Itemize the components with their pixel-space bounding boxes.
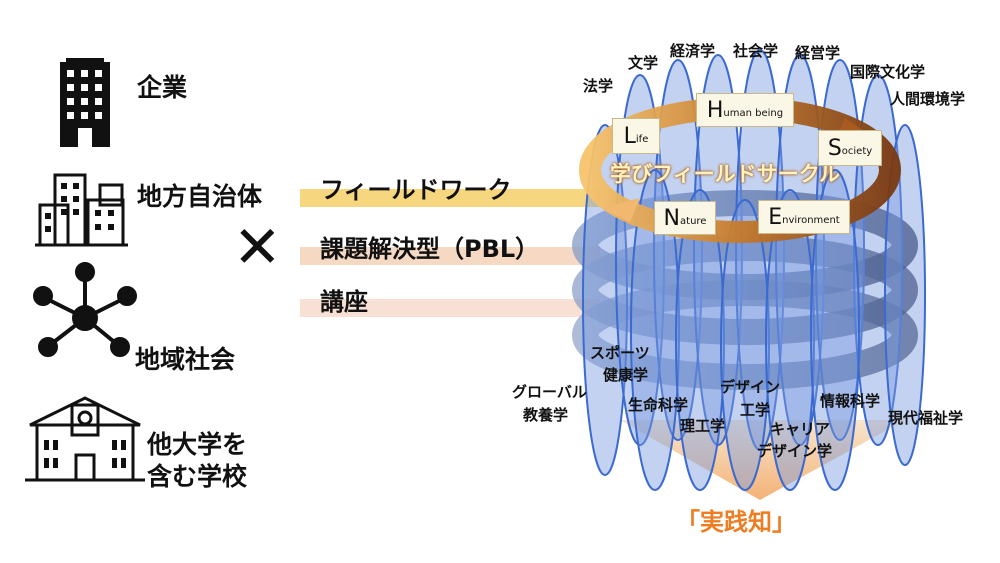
box-environment-rest: nvironment (782, 214, 840, 226)
box-society-cap: S (827, 135, 842, 161)
spiral-band-3 (572, 280, 918, 390)
ring-arrowhead-left (602, 198, 640, 222)
discipline-informatics: 情報科学 (820, 392, 881, 410)
discipline-life-science: 生命科学 (628, 396, 689, 414)
result-practical-knowledge: 「実践知」 (676, 508, 796, 536)
ellipse-3 (653, 59, 703, 441)
discipline-business: 経営学 (795, 44, 841, 62)
stripe-fieldwork (300, 189, 600, 207)
discipline-engineering: 理工学 (680, 417, 726, 435)
method-lecture: 講座 (320, 288, 368, 316)
ellipse-10 (630, 169, 680, 491)
method-fieldwork: フィールドワーク (320, 176, 512, 204)
discipline-design-eng-2: 工学 (740, 401, 771, 419)
discipline-economics: 経済学 (670, 42, 716, 60)
result-arrow (620, 420, 905, 500)
discipline-sociology: 社会学 (733, 42, 779, 60)
discipline-career-2: デザイン学 (757, 442, 833, 460)
discipline-law: 法学 (583, 77, 614, 95)
stripe-pbl (300, 247, 600, 265)
ellipse-13 (765, 189, 815, 491)
city-windows (45, 183, 114, 232)
spiral-band-2 (572, 235, 918, 345)
box-society-rest: ociety (841, 145, 873, 157)
ellipse-14 (810, 169, 860, 491)
stakeholder-schools-line2: 含む学校 (147, 462, 248, 491)
discipline-intercultural: 国際文化学 (850, 63, 926, 81)
office-building-icon (60, 58, 110, 147)
discipline-sports-2: 健康学 (603, 366, 649, 384)
ellipse-9 (884, 124, 926, 466)
stakeholder-community: 地域社会 (135, 345, 236, 374)
learning-circle-title: 学びフィールドサークル (610, 162, 840, 186)
ellipse-2 (615, 74, 665, 446)
box-life-rest: ife (635, 133, 649, 145)
box-human-rest: uman being (723, 107, 784, 119)
discipline-global-2: 教養学 (523, 406, 569, 424)
city-buildings-icon (35, 173, 128, 247)
school-icon (25, 396, 145, 482)
cross-symbol: ✕ (233, 213, 282, 281)
stakeholder-company: 企業 (137, 73, 188, 102)
discipline-global-1: グローバル (512, 383, 587, 401)
method-pbl: 課題解決型（PBL） (320, 235, 540, 263)
ellipse-11 (675, 189, 725, 491)
ellipse-12 (720, 199, 770, 491)
box-nature-cap: N (663, 205, 681, 231)
box-life-cap: L (623, 123, 636, 149)
box-environment-cap: E (768, 204, 783, 230)
stripe-lecture (300, 299, 600, 317)
discipline-sports-1: スポーツ (590, 344, 650, 362)
ellipse-5 (735, 49, 785, 451)
discipline-career-1: キャリア (770, 420, 831, 438)
discipline-literature: 文学 (628, 54, 659, 72)
school-windows (44, 440, 126, 468)
stakeholder-schools-line1: 他大学を (147, 430, 248, 459)
stakeholder-local-government: 地方自治体 (137, 182, 263, 211)
box-human-cap: H (706, 97, 724, 123)
discipline-welfare: 現代福祉学 (888, 409, 964, 427)
box-nature-rest: ature (680, 215, 707, 227)
network-icon (33, 262, 137, 357)
discipline-human-environment: 人間環境学 (890, 90, 966, 108)
discipline-design-eng-1: デザイン (720, 378, 781, 396)
